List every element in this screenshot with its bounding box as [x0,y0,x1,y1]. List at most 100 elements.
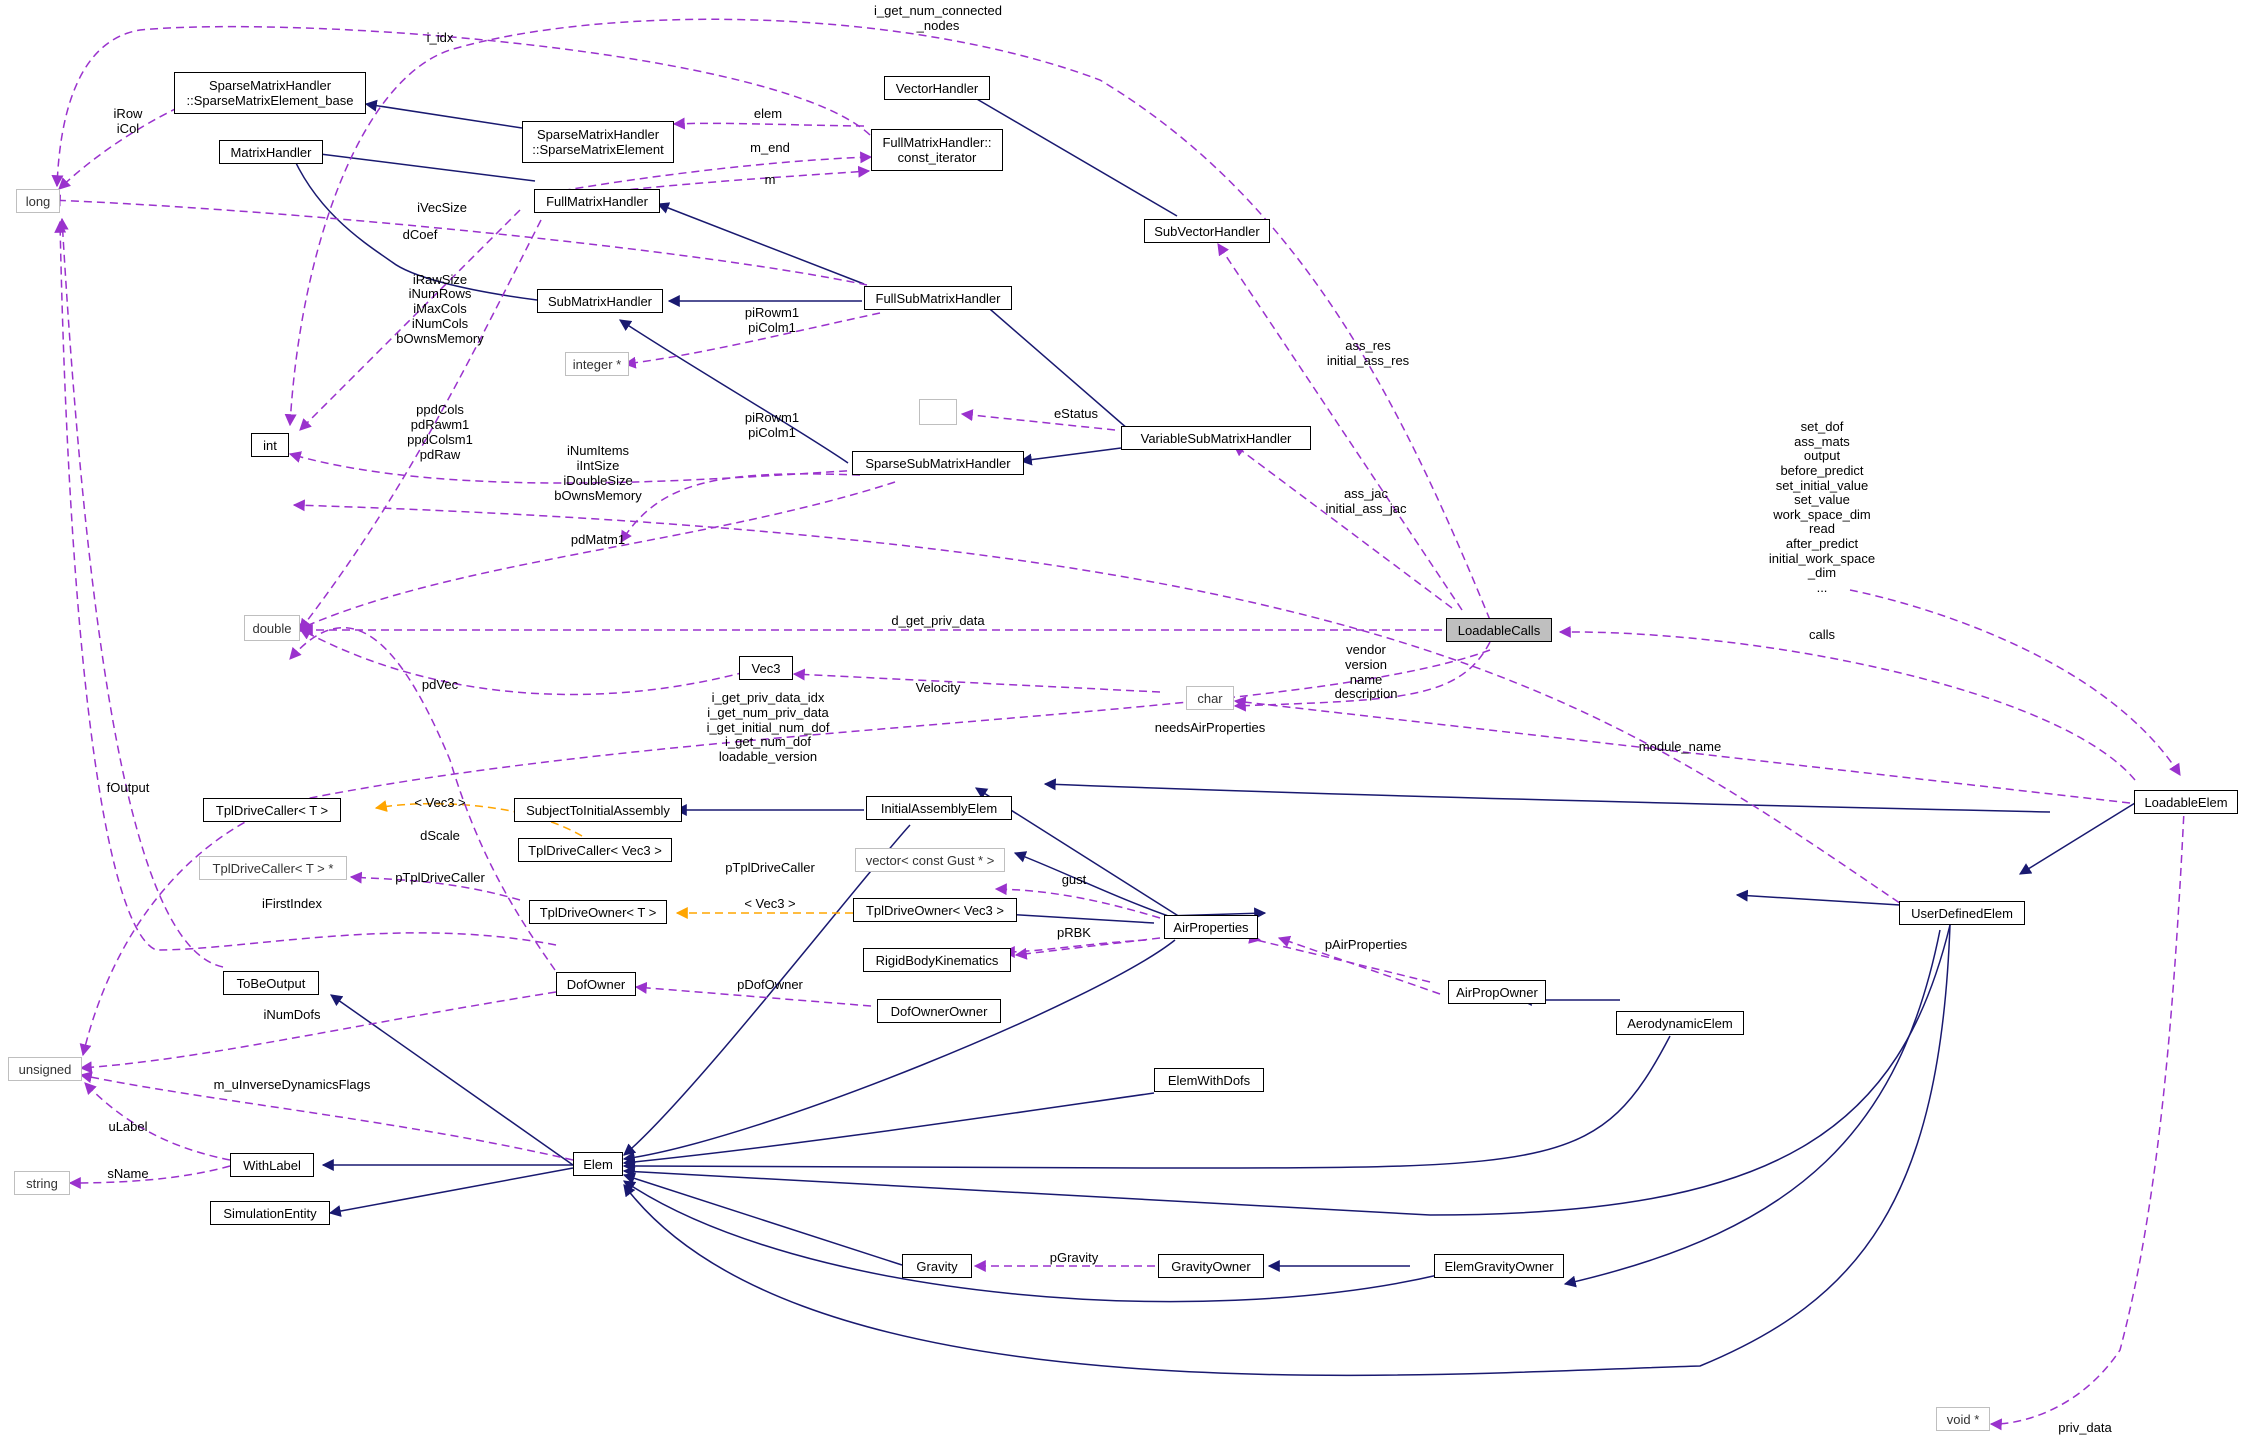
node-simulation-entity[interactable]: SimulationEntity [210,1201,330,1225]
node-sub-vector-handler[interactable]: SubVectorHandler [1144,219,1270,243]
edge-label: < Vec3 > [744,896,795,911]
node-tpl-drive-owner-t[interactable]: TplDriveOwner< T > [529,900,667,924]
node-sub-matrix-handler[interactable]: SubMatrixHandler [537,289,663,313]
node-aerodynamic-elem[interactable]: AerodynamicElem [1616,1011,1744,1035]
edge-label: pAirProperties [1325,937,1408,952]
node-label: integer * [572,356,622,372]
node-tpl-drive-caller-vec3[interactable]: TplDriveCaller< Vec3 > [518,838,672,862]
node-label: double [252,620,292,636]
edge-label: dCoef [403,227,438,242]
node-tpl-drive-caller-t[interactable]: TplDriveCaller< T > [203,798,341,822]
node-variable-sub-matrix-handler[interactable]: VariableSubMatrixHandler [1121,426,1311,450]
node-full-sub-matrix-handler[interactable]: FullSubMatrixHandler [864,286,1012,310]
edge-label: i_idx [427,30,454,45]
edge-member [79,649,1491,1057]
edge-member [634,981,872,1007]
node-sparse-matrix-element[interactable]: SparseMatrixHandler::SparseMatrixElement [522,121,674,163]
edge-label: i_get_num_priv_data [707,705,829,720]
edge-label: set_dof [1801,419,1844,434]
edge-label: m_uInverseDynamicsFlags [214,1077,371,1092]
edge-label: _dim [1807,565,1836,580]
node-loadable-calls[interactable]: LoadableCalls [1446,618,1552,642]
node-label: TplDriveOwner< T > [539,904,657,920]
edge-member [293,481,896,632]
edge-label: iMaxCols [413,301,467,316]
edge-inherit [656,202,865,285]
edge-inherit [623,1180,1439,1303]
node-label: int [263,437,277,453]
node-label: AirPropOwner [1456,984,1538,1000]
node-dof-owner-owner[interactable]: DofOwnerOwner [877,999,1001,1023]
edge-inherit [622,1092,1155,1168]
node-loadable-elem[interactable]: LoadableElem [2134,790,2238,814]
edge-label: eStatus [1054,406,1099,421]
node-double[interactable]: double [244,615,300,641]
edge-label: piRowm1 [745,410,799,425]
node-gravity[interactable]: Gravity [902,1254,972,1278]
node-tpl-drive-caller-t-ptr[interactable]: TplDriveCaller< T > * [199,856,347,880]
node-matrix-handler[interactable]: MatrixHandler [219,140,323,164]
node-full-matrix-handler-const-iterator[interactable]: FullMatrixHandler::const_iterator [871,129,1003,171]
edge-member [1002,939,1147,958]
node-label: TplDriveCaller< T > * [212,860,334,876]
edge-member [48,194,868,286]
edge-label: piColm1 [748,425,796,440]
edge-member [288,451,861,484]
node-tpl-drive-owner-vec3[interactable]: TplDriveOwner< Vec3 > [853,898,1017,922]
edge-label: iFirstIndex [262,896,322,911]
edge-member [56,217,224,968]
node-gravity-owner[interactable]: GravityOwner [1158,1254,1264,1278]
edge-member [994,883,1161,919]
node-long[interactable]: long [16,189,60,213]
edge-inherit [623,924,1951,1377]
edge-inherit [622,1035,1671,1173]
node-string[interactable]: string [14,1171,70,1195]
node-integer-ptr[interactable]: integer * [565,352,629,376]
node-sparse-matrix-element-base[interactable]: SparseMatrixHandler::SparseMatrixElement… [174,72,366,114]
edge-member [1558,625,2136,781]
node-unsigned[interactable]: unsigned [8,1057,82,1081]
node-label: DofOwnerOwner [890,1003,988,1019]
edge-label: piColm1 [748,320,796,335]
edge-label: ... [1817,580,1828,595]
node-elem-with-dofs[interactable]: ElemWithDofs [1154,1068,1264,1092]
node-with-label[interactable]: WithLabel [230,1153,314,1177]
node-subject-to-initial-assembly[interactable]: SubjectToInitialAssembly [514,798,682,822]
edge-label: description [1335,686,1398,701]
edge-member [1217,243,1463,611]
node-label: ::SparseMatrixElement [532,142,664,157]
node-air-prop-owner[interactable]: AirPropOwner [1448,980,1546,1004]
node-label: SimulationEntity [223,1205,317,1221]
node-rigid-body-kinematics[interactable]: RigidBodyKinematics [863,948,1011,972]
node-elem-gravity-owner[interactable]: ElemGravityOwner [1434,1254,1564,1278]
node-user-defined-elem[interactable]: UserDefinedElem [1899,901,2025,925]
node-int[interactable]: int [251,433,289,457]
node-vector-handler[interactable]: VectorHandler [884,76,990,100]
node-sparse-sub-matrix-handler[interactable]: SparseSubMatrixHandler [852,451,1024,475]
node-label: RigidBodyKinematics [875,952,999,968]
node-elem[interactable]: Elem [573,1152,623,1176]
edge-label: iCol [117,121,140,136]
node-air-properties[interactable]: AirProperties [1164,915,1258,939]
node-char[interactable]: char [1186,686,1234,710]
edge-label: iIntSize [577,458,620,473]
edge-member [298,628,746,696]
node-to-be-output[interactable]: ToBeOutput [223,971,319,995]
edge-label: ppdColsm1 [407,432,473,447]
node-empty[interactable] [919,399,957,425]
edge-label: iDoubleSize [563,473,632,488]
node-label: TplDriveCaller< Vec3 > [528,842,662,858]
node-vector-gust[interactable]: vector< const Gust * > [855,848,1005,872]
node-full-matrix-handler[interactable]: FullMatrixHandler [534,189,660,213]
node-label: SubMatrixHandler [547,293,653,309]
edge-label: version [1345,657,1387,672]
node-label: ::SparseMatrixElement_base [186,93,354,108]
edge-label: iNumCols [412,316,469,331]
node-dof-owner[interactable]: DofOwner [556,972,636,996]
node-void-ptr[interactable]: void * [1936,1407,1990,1431]
edge-inherit [2018,794,2149,875]
node-vec3[interactable]: Vec3 [739,656,793,680]
node-initial-assembly-elem[interactable]: InitialAssemblyElem [866,796,1012,820]
